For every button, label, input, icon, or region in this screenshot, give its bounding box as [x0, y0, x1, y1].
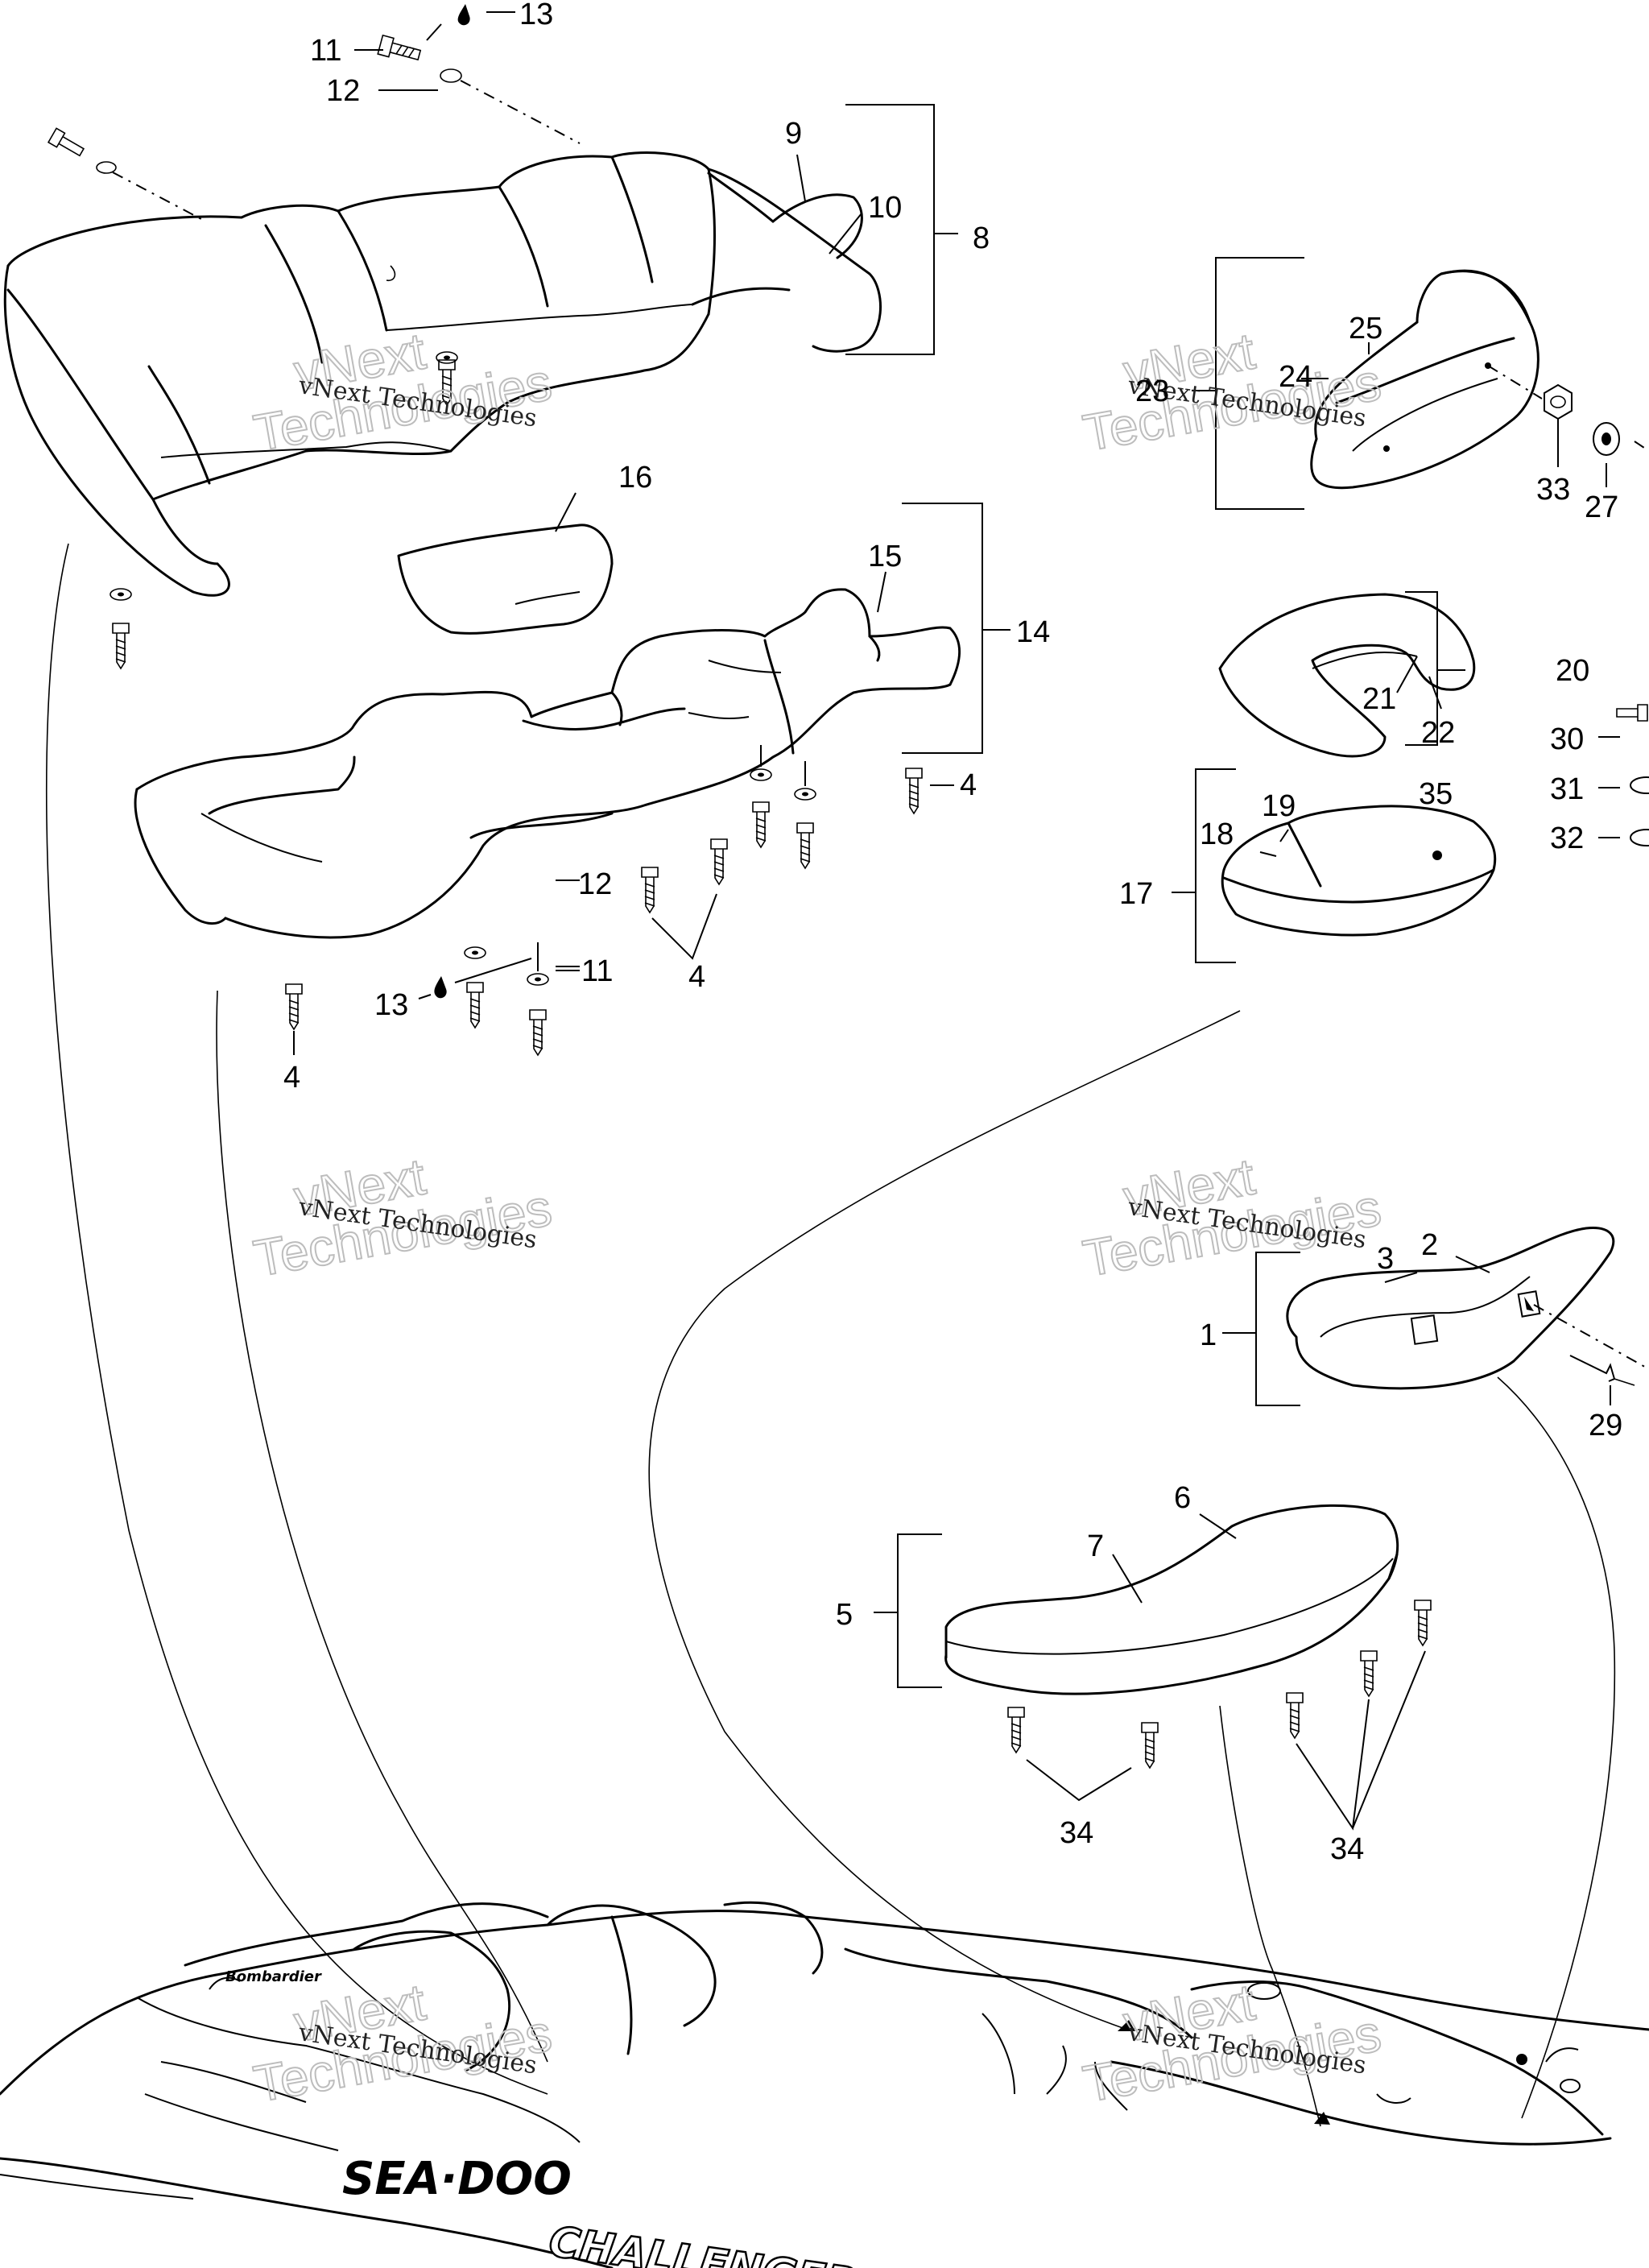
callout-14: 14	[1016, 615, 1050, 649]
washer-icon	[1630, 776, 1649, 794]
callout-12: 12	[326, 74, 360, 108]
screw-icon	[112, 623, 130, 669]
callout-32: 32	[1550, 822, 1584, 855]
washer-icon	[527, 973, 549, 986]
watermark-top-right: vNext Technologies vNext Technologies	[1078, 321, 1386, 462]
screw-icon	[1616, 704, 1648, 722]
washer-icon	[440, 68, 462, 83]
watermark-top-left: vNext Technologies vNext Technologies	[249, 321, 556, 462]
callout-8: 8	[973, 221, 990, 255]
washer-icon	[436, 351, 458, 364]
seat-cushion-1	[1286, 1227, 1615, 1390]
callout-10: 10	[868, 191, 902, 225]
washer-icon	[96, 161, 117, 174]
washer-icon	[110, 588, 132, 601]
callout-34: 34	[1060, 1816, 1093, 1850]
callout-30: 30	[1550, 722, 1584, 756]
callout-31: 31	[1550, 772, 1584, 806]
watermark-mid-left: vNext Technologies vNext Technologies	[249, 1146, 556, 1288]
callout-25: 25	[1349, 312, 1382, 346]
washer-icon	[1630, 829, 1649, 846]
callout-15: 15	[868, 540, 902, 573]
hull-brand-small: Bombardier	[225, 1968, 322, 1985]
screw-icon	[752, 801, 770, 848]
callout-34: 34	[1330, 1832, 1364, 1866]
screw-icon	[1286, 1692, 1304, 1739]
washer-icon	[464, 946, 486, 959]
watermark-bottom-right: vNext Technologies vNext Technologies	[1078, 1972, 1386, 2113]
callout-12: 12	[578, 867, 612, 901]
washer-icon	[750, 768, 772, 781]
callout-labels: 13 11 12 9 10 8 25 24 23 33 27 16 15 14 …	[283, 0, 1622, 1866]
seat-right-20	[1218, 593, 1476, 758]
screw-icon	[285, 983, 303, 1030]
callout-3: 3	[1377, 1242, 1394, 1276]
callout-22: 22	[1421, 716, 1455, 750]
hull-brand-main: SEA·DOO	[342, 2153, 572, 2205]
screw-icon	[529, 1009, 547, 1056]
backrest-assembly	[1310, 269, 1539, 490]
bolt-icon	[377, 34, 422, 61]
callout-20: 20	[1556, 654, 1589, 688]
callout-13: 13	[519, 0, 553, 31]
callout-11: 11	[310, 34, 341, 68]
callout-21: 21	[1362, 682, 1396, 716]
seat-cushion-16	[397, 524, 614, 635]
callout-23: 23	[1135, 375, 1169, 408]
screw-icon	[1414, 1600, 1432, 1646]
washer-icon	[794, 788, 816, 801]
screw-icon	[1360, 1650, 1378, 1697]
seat-upper-assembly	[3, 151, 882, 597]
screw-icon	[1007, 1707, 1025, 1753]
watermark-bottom-left: vNext Technologies vNext Technologies	[249, 1972, 556, 2113]
callout-5: 5	[836, 1598, 853, 1632]
callout-4: 4	[960, 768, 977, 802]
callout-29: 29	[1589, 1409, 1622, 1442]
rivet-icon	[1569, 1355, 1635, 1386]
hull-model: CHALLENGER	[546, 2217, 860, 2268]
watercraft-hull	[0, 1901, 1649, 2268]
callout-24: 24	[1279, 360, 1312, 394]
seat-middle-assembly	[134, 588, 961, 939]
callout-17: 17	[1119, 877, 1153, 911]
drop-icon	[457, 4, 470, 26]
seat-cushion-5	[944, 1504, 1399, 1695]
callout-4: 4	[283, 1061, 300, 1095]
callout-11: 11	[581, 954, 613, 988]
screw-icon	[466, 982, 484, 1028]
callout-33: 33	[1536, 473, 1570, 507]
callout-7: 7	[1087, 1529, 1104, 1563]
callout-4: 4	[688, 960, 705, 994]
drop-icon	[434, 976, 447, 999]
callout-2: 2	[1421, 1228, 1438, 1262]
screw-icon	[796, 822, 814, 869]
callout-19: 19	[1262, 789, 1296, 823]
callout-16: 16	[618, 461, 652, 495]
screw-icon	[641, 867, 659, 913]
callout-6: 6	[1174, 1481, 1191, 1515]
callout-35: 35	[1419, 777, 1453, 811]
connector-line	[45, 543, 548, 2095]
seat-right-17	[1221, 805, 1497, 937]
screw-icon	[1141, 1722, 1159, 1769]
watermark-mid-right: vNext Technologies vNext Technologies	[1078, 1146, 1386, 1288]
callout-18: 18	[1200, 817, 1234, 851]
screw-icon	[47, 127, 85, 157]
screw-icon	[905, 768, 923, 814]
callout-9: 9	[785, 117, 802, 151]
callout-1: 1	[1200, 1318, 1217, 1352]
nut-icon	[1544, 383, 1573, 420]
callout-13: 13	[374, 988, 408, 1022]
screw-icon	[710, 838, 728, 885]
callout-27: 27	[1585, 490, 1618, 524]
washer-icon	[1593, 422, 1620, 456]
